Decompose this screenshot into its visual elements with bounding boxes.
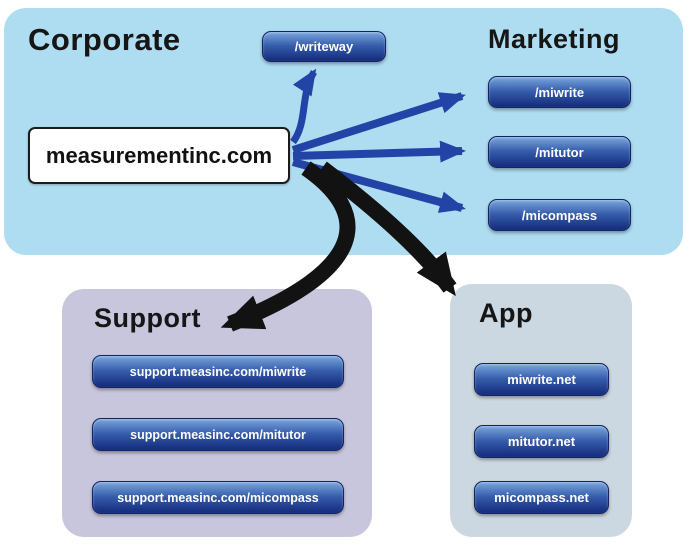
support-section-label: Support (94, 303, 201, 333)
app-micompass-pill: micompass.net (474, 481, 609, 514)
app-mitutor-pill: mitutor.net (474, 425, 609, 458)
writeway-pill: /writeway (262, 31, 386, 62)
marketing-mitutor-pill: /mitutor (488, 136, 631, 168)
marketing-miwrite-pill: /miwrite (488, 76, 631, 108)
marketing-micompass-pill: /micompass (488, 199, 631, 231)
support-mitutor-pill: support.measinc.com/mitutor (92, 418, 344, 451)
app-miwrite-pill: miwrite.net (474, 363, 609, 396)
app-section-label: App (479, 298, 533, 328)
support-miwrite-pill: support.measinc.com/miwrite (92, 355, 344, 388)
support-micompass-pill: support.measinc.com/micompass (92, 481, 344, 514)
marketing-section-label: Marketing (488, 24, 621, 54)
corporate-section-label: Corporate (28, 22, 181, 57)
main-site-box: measurementinc.com (28, 127, 290, 184)
